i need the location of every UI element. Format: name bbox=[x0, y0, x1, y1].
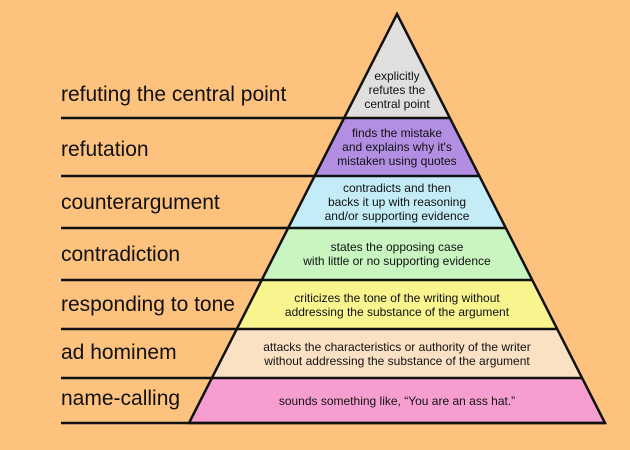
pyramid-band-ad-hominem bbox=[211, 329, 583, 378]
pyramid-band-refuting-central-point bbox=[344, 14, 450, 118]
level-label-refuting-central-point: refuting the central point bbox=[61, 83, 287, 106]
level-description-responding-to-tone: criticizes the tone of the writing witho… bbox=[284, 290, 510, 319]
pyramid-band-counterargument bbox=[288, 176, 506, 228]
level-description-ad-hominem: attacks the characteristics or authority… bbox=[263, 339, 531, 368]
level-description-name-calling: sounds something like, “You are an ass h… bbox=[278, 393, 516, 408]
pyramid-band-contradiction bbox=[261, 228, 533, 280]
level-label-counterargument: counterargument bbox=[61, 191, 220, 214]
level-label-ad-hominem: ad hominem bbox=[61, 341, 177, 364]
level-label-contradiction: contradiction bbox=[61, 243, 181, 266]
level-label-name-calling: name-calling bbox=[61, 387, 181, 410]
level-label-refutation: refutation bbox=[61, 138, 149, 161]
pyramid-band-name-calling bbox=[189, 378, 605, 423]
pyramid-band-responding-to-tone bbox=[236, 280, 558, 329]
level-label-responding-to-tone: responding to tone bbox=[61, 293, 235, 316]
pyramid-band-refutation bbox=[314, 118, 480, 176]
